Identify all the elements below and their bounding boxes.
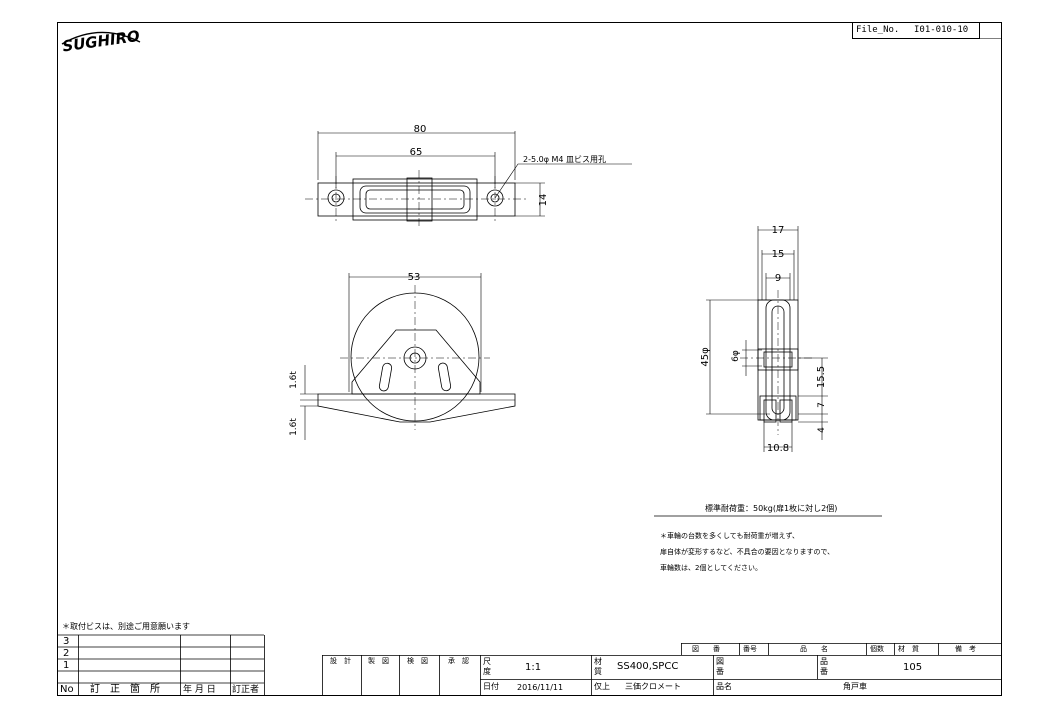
- parts-header-quantity: 個数: [870, 645, 884, 653]
- product-no-value: 105: [903, 662, 923, 673]
- scale-label-top: 尺: [483, 657, 491, 666]
- note-line-1: ＊車輪の台数を多くしても耐荷重が増えず、: [660, 532, 799, 540]
- dim-10-8: [763, 422, 793, 452]
- revision-row-3: 3: [63, 636, 70, 647]
- product-no-label-bottom: 番: [820, 667, 828, 676]
- dim-7-label: 7: [817, 402, 827, 408]
- dim-axle-diameter: [742, 340, 762, 376]
- dim-15-label: 15: [772, 249, 785, 260]
- dim-10-8-label: 10.8: [767, 443, 789, 454]
- top-view: [317, 177, 516, 222]
- finish-value: 三価クロメート: [625, 682, 681, 691]
- front-view-centerlines: [340, 285, 490, 430]
- drawing-no-label-top: 図: [716, 657, 724, 666]
- parts-header-drawing-no: 図 番: [692, 645, 720, 653]
- dim-65-label: 65: [410, 147, 423, 158]
- dim-thickness-lower: 1.6t: [289, 418, 299, 436]
- file-no-label: File_No.: [856, 25, 900, 35]
- side-view-centerlines: [740, 290, 815, 435]
- dim-wheel-diameter: [706, 299, 770, 415]
- dim-9-label: 9: [775, 273, 781, 284]
- drawing-no-label-bottom: 番: [716, 667, 724, 676]
- load-rating-note: 標準耐荷重：50kg(扉1枚に対し2個): [705, 504, 838, 513]
- dim-thickness: [300, 365, 318, 440]
- date-value: 2016/11/11: [517, 683, 564, 692]
- finish-label: 仅上: [594, 682, 610, 691]
- front-view: [317, 292, 516, 423]
- revision-header-content: 訂 正 箇 所: [90, 684, 160, 695]
- product-name-value: 角戸車: [843, 682, 867, 691]
- revision-row-2: 2: [63, 648, 70, 659]
- dim-15-5-label: 15.5: [816, 366, 827, 388]
- sign-label-approve: 承 認: [448, 657, 469, 665]
- scale-label-bottom: 度: [483, 667, 491, 676]
- sign-label-design: 設 計: [330, 657, 351, 665]
- revision-header-no: No: [60, 684, 74, 695]
- dim-4-label: 4: [817, 427, 827, 433]
- date-label: 日付: [483, 682, 499, 691]
- material-value: SS400,SPCC: [617, 661, 679, 672]
- product-name-label: 品名: [716, 682, 732, 691]
- revision-header-date: 年 月 日: [183, 685, 216, 695]
- hole-leader: [494, 163, 632, 199]
- sheet-border: [57, 22, 1002, 696]
- parts-header-remarks: 備 考: [955, 645, 976, 653]
- revision-row-1: 1: [63, 660, 70, 671]
- dim-thickness-upper: 1.6t: [289, 371, 299, 389]
- hole-note-label: 2-5.0φ M4 皿ビス用孔: [523, 155, 606, 164]
- product-no-label-top: 品: [820, 657, 828, 666]
- dim-axle-diameter-label: 6φ: [731, 350, 741, 362]
- parts-header-name: 品 名: [800, 645, 828, 653]
- parts-header-number: 番号: [743, 645, 757, 653]
- dim-53: [348, 273, 482, 392]
- company-logo: SUGHIRO: [61, 27, 141, 56]
- dim-14: [515, 182, 545, 217]
- dim-side-heights: [798, 357, 828, 440]
- dim-wheel-diameter-label: 45φ: [700, 347, 711, 367]
- revision-table-lines: [57, 634, 265, 696]
- dim-17-label: 17: [772, 225, 785, 236]
- scale-value: 1:1: [525, 662, 542, 673]
- logo-text: SUGHIRO: [61, 27, 141, 56]
- dim-65: [335, 152, 496, 188]
- note-line-3: 車輪数は、2個としてください。: [660, 564, 763, 572]
- dim-80-label: 80: [414, 124, 427, 135]
- material-label-top: 材: [594, 657, 602, 666]
- note-line-2: 扉自体が変形するなど、不具合の要因となりますので、: [660, 548, 835, 556]
- dim-53-label: 53: [408, 272, 421, 283]
- dim-side-widths: [757, 226, 799, 300]
- revision-header-by: 訂正者: [232, 685, 260, 695]
- file-no-value: I01-010-10: [914, 25, 969, 35]
- screw-note: ＊取付ビスは、別途ご用意願います: [62, 622, 190, 631]
- parts-header-material: 材 質: [898, 645, 919, 653]
- sign-label-draft: 製 図: [368, 657, 389, 665]
- title-block-lines: [322, 643, 1001, 696]
- sign-label-check: 検 図: [407, 657, 428, 665]
- dim-14-label: 14: [538, 194, 549, 207]
- material-label-bottom: 質: [594, 667, 602, 676]
- dim-80: [317, 131, 516, 180]
